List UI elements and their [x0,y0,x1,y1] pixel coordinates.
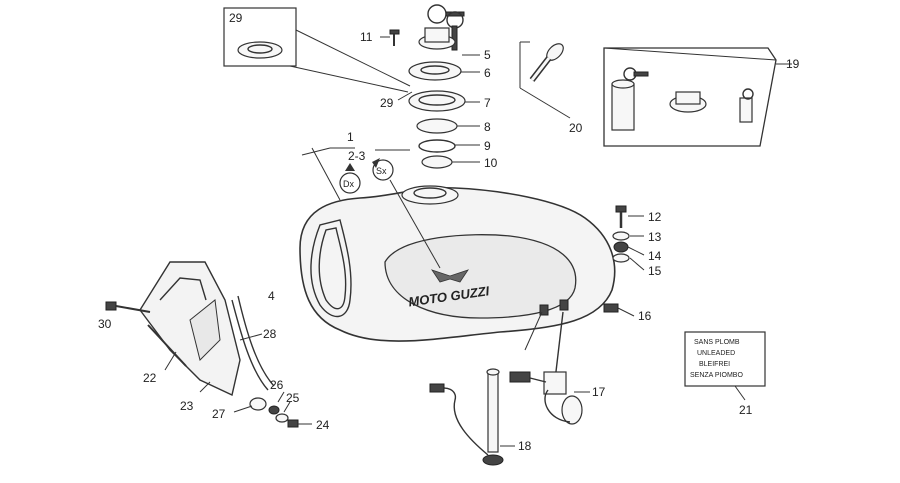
callout-18[interactable]: 18 [518,439,532,453]
callout-22[interactable]: 22 [143,371,157,385]
warning-label-21: SANS PLOMB UNLEADED BLEIFREI SENZA PIOMB… [684,331,766,401]
callout-20[interactable]: 20 [569,121,583,135]
callout-14[interactable]: 14 [648,249,662,263]
key-20 [519,41,571,119]
callout-19[interactable]: 19 [786,57,800,71]
callout-17[interactable]: 17 [592,385,606,399]
callout-15[interactable]: 15 [648,264,662,278]
fasteners-24-27-30 [105,301,312,428]
fuel-tap-17 [509,311,590,425]
callout-9[interactable]: 9 [484,139,491,153]
fuel-sender-18 [429,311,543,466]
mount-hardware-12-15 [612,205,645,317]
filler-cap-assembly [408,4,466,169]
callout-6[interactable]: 6 [484,66,491,80]
callout-28[interactable]: 28 [263,327,277,341]
callout-24[interactable]: 24 [316,418,330,432]
callout-29-inset[interactable]: 29 [229,11,243,25]
callout-7[interactable]: 7 [484,96,491,110]
callout-8[interactable]: 8 [484,120,491,134]
callout-26[interactable]: 26 [270,378,284,392]
callout-27[interactable]: 27 [212,407,226,421]
callout-12[interactable]: 12 [648,210,662,224]
lock-kit-19 [603,47,792,147]
callout-1[interactable]: 1 [347,130,354,144]
badge-dx: Dx [339,163,361,194]
callout-10[interactable]: 10 [484,156,498,170]
callout-25[interactable]: 25 [286,391,300,405]
svg-text:Dx: Dx [343,179,354,189]
callout-11[interactable]: 11 [360,30,373,44]
callout-21[interactable]: 21 [739,403,753,417]
callout-2-3[interactable]: 2-3 [348,149,366,163]
side-cover-22-23 [139,261,275,397]
warning-line-1: SANS PLOMB [694,339,740,346]
fuel-tank-4: MOTO GUZZI [299,185,619,342]
callout-29[interactable]: 29 [380,96,394,110]
callout-30[interactable]: 30 [98,317,112,331]
screw-11 [380,29,400,46]
warning-line-3: BLEIFREI [699,361,730,368]
callout-4[interactable]: 4 [268,289,275,303]
callout-16[interactable]: 16 [638,309,652,323]
callout-23[interactable]: 23 [180,399,194,413]
warning-line-2: UNLEADED [697,350,735,357]
inset-29: 29 [223,7,297,67]
svg-text:Sx: Sx [376,166,387,176]
warning-line-4: SENZA PIOMBO [690,372,743,379]
callout-5[interactable]: 5 [484,48,491,62]
badge-sx: Sx [372,158,394,181]
callout-13[interactable]: 13 [648,230,662,244]
